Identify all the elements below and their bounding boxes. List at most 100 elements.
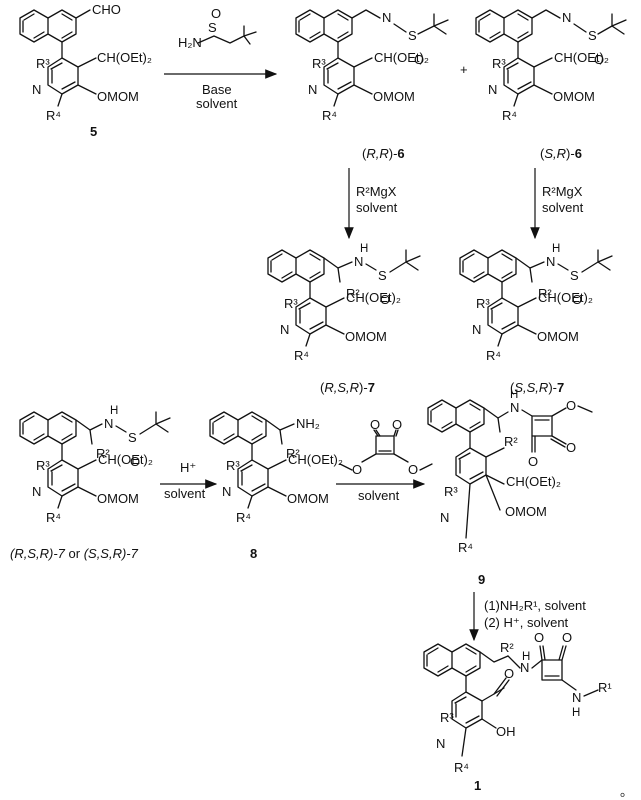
amine-n-label: N <box>104 416 113 431</box>
acetal-label: CH(OEt)₂ <box>374 50 429 65</box>
r2-label: R² <box>504 434 518 449</box>
carbonyl-o2-label: O <box>528 454 538 469</box>
step3-right: R²MgX solvent <box>530 168 584 240</box>
r1-label: R¹ <box>598 680 612 695</box>
carbonyl-o1-label: O <box>534 630 544 645</box>
r4-label: R⁴ <box>236 510 251 525</box>
methoxy-o2-label: O <box>408 462 418 477</box>
acetal-label: CH(OEt)₂ <box>97 50 152 65</box>
plus-sign: + <box>460 62 468 77</box>
amine-h-label: H <box>552 243 560 255</box>
amination-label: (1)NH₂R¹, solvent <box>484 598 586 613</box>
sulfinyl-s-label: S <box>208 20 217 35</box>
compound-id: 9 <box>478 572 485 587</box>
r3-label: R³ <box>284 296 298 311</box>
solvent-label: solvent <box>358 488 400 503</box>
compound-r-r-6: N S O CH(OEt)₂ OMOM R³ N R⁴ (R,R)-6 <box>295 9 449 161</box>
carbonyl-o2-label: O <box>562 630 572 645</box>
amine-h2-label: H <box>572 707 580 719</box>
carbonyl-o1-label: O <box>566 440 576 455</box>
compound-1: R² H N O O N H R¹ O OH R³ N R⁴ 1 <box>423 630 612 793</box>
r3-label: R³ <box>312 56 326 71</box>
amine-label: H₂N <box>178 35 202 50</box>
compound-7-mixture: R² H N S O CH(OEt)₂ OMOM R³ N R⁴ (R,S,R)… <box>10 405 171 561</box>
grignard-label: R²MgX <box>542 184 583 199</box>
acetal-label: CH(OEt)₂ <box>346 290 401 305</box>
amine-n-label: N <box>546 254 555 269</box>
squarate-o2-label: O <box>392 417 402 432</box>
compound-label: (S,S,R)-7 <box>510 380 564 395</box>
pyridine-n-label: N <box>280 322 289 337</box>
pyridine-n-label: N <box>488 82 497 97</box>
omom-label: OMOM <box>287 491 329 506</box>
step1-reagents: H₂N S O Base solvent <box>164 6 278 111</box>
pyridine-n-label: N <box>308 82 317 97</box>
acetal-label: CH(OEt)₂ <box>538 290 593 305</box>
r4-label: R⁴ <box>454 760 469 775</box>
acetal-label: CH(OEt)₂ <box>506 474 561 489</box>
compound-r-s-r-7: R² H N S O CH(OEt)₂ OMOM R³ N R⁴ (R,S,R)… <box>267 243 421 395</box>
omom-label: OMOM <box>373 89 415 104</box>
acetal-label: CH(OEt)₂ <box>554 50 609 65</box>
aldehyde-o-label: O <box>504 666 514 681</box>
amine-h-label: H <box>510 389 518 401</box>
deprotection-label: (2) H⁺, solvent <box>484 615 569 630</box>
compound-id: 5 <box>90 124 97 139</box>
imine-n-label: N <box>562 10 571 25</box>
omom-label: OMOM <box>345 329 387 344</box>
solvent-label: solvent <box>196 96 238 111</box>
r3-label: R³ <box>492 56 506 71</box>
end-mark: 。 <box>620 784 633 799</box>
r2-label: R² <box>500 640 514 655</box>
amine-label: NH₂ <box>296 416 320 431</box>
acetal-label: CH(OEt)₂ <box>288 452 343 467</box>
methoxy-o-label: O <box>566 398 576 413</box>
methoxy-o1-label: O <box>352 462 362 477</box>
compound-5: CHO CH(OEt)₂ OMOM R³ N R⁴ 5 <box>19 2 152 139</box>
compound-s-s-r-7: R² H N S O CH(OEt)₂ OMOM R³ N R⁴ (S,S,R)… <box>459 243 613 395</box>
amine-n-label: N <box>354 254 363 269</box>
r4-label: R⁴ <box>458 540 473 555</box>
amine-n-label: N <box>510 400 519 415</box>
pyridine-n-label: N <box>436 736 445 751</box>
step3-left: R²MgX solvent <box>344 168 398 240</box>
sulfinyl-o-label: O <box>211 6 221 21</box>
compound-8: R² NH₂ CH(OEt)₂ OMOM R³ N R⁴ 8 <box>209 411 343 561</box>
r4-label: R⁴ <box>322 108 337 123</box>
omom-label: OMOM <box>97 89 139 104</box>
r4-label: R⁴ <box>486 348 501 363</box>
compound-id: 1 <box>474 778 481 793</box>
r3-label: R³ <box>444 484 458 499</box>
solvent-label: solvent <box>542 200 584 215</box>
omom-label: OMOM <box>553 89 595 104</box>
step4: H⁺ solvent <box>160 460 218 501</box>
compound-label: (R,R)-6 <box>362 146 405 161</box>
amine-n1-label: N <box>520 660 529 675</box>
step5: O O O O solvent <box>336 417 433 503</box>
pyridine-n-label: N <box>32 484 41 499</box>
acetal-label: CH(OEt)₂ <box>98 452 153 467</box>
sulfinyl-o-label: O <box>380 292 390 307</box>
sulfinyl-o-label: O <box>572 292 582 307</box>
sulfinyl-o-label: O <box>130 454 140 469</box>
omom-label: OMOM <box>505 504 547 519</box>
compound-label: (R,S,R)-7 <box>320 380 375 395</box>
imine-n-label: N <box>382 10 391 25</box>
omom-label: OMOM <box>537 329 579 344</box>
squarate-o1-label: O <box>370 417 380 432</box>
r4-label: R⁴ <box>294 348 309 363</box>
pyridine-n-label: N <box>440 510 449 525</box>
compound-9: R² H N O O O CH(OEt)₂ OMOM R³ N R⁴ 9 <box>427 389 593 587</box>
amine-h-label: H <box>360 243 368 255</box>
compound-label: (S,R)-6 <box>540 146 582 161</box>
acid-label: H⁺ <box>180 460 196 475</box>
sulfinyl-s-label: S <box>128 430 137 445</box>
sulfinyl-s-label: S <box>378 268 387 283</box>
amine-h1-label: H <box>522 651 530 663</box>
r4-label: R⁴ <box>46 510 61 525</box>
pyridine-n-label: N <box>32 82 41 97</box>
pyridine-n-label: N <box>472 322 481 337</box>
aldehyde-label: CHO <box>92 2 121 17</box>
sulfinyl-s-label: S <box>408 28 417 43</box>
